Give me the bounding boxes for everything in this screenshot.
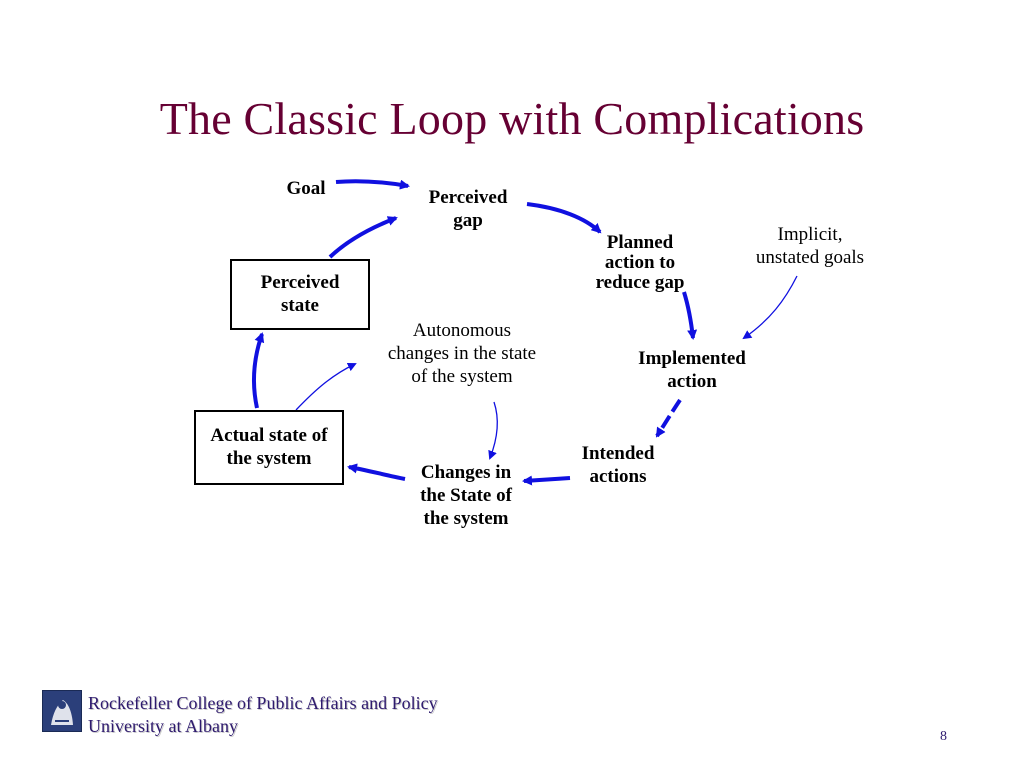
changes-line-1: Changes in: [420, 462, 512, 483]
arrow-actual-to-autonomous: [295, 362, 357, 411]
actual-state-line-1: Actual state of: [210, 424, 328, 446]
node-goal: Goal: [276, 178, 336, 201]
node-changes-in-state: Changes in the State of the system: [398, 462, 534, 530]
arrow-actual-to-perceived: [252, 332, 265, 409]
arrow-intended-to-changes: [522, 475, 571, 486]
actual-state-line-2: the system: [226, 447, 312, 469]
arrow-gap-to-planned: [526, 202, 602, 234]
implicit-line-1: Implicit,: [777, 224, 843, 245]
college-logo: [42, 690, 82, 732]
planned-line-2: action to: [604, 251, 676, 273]
college-emblem-icon: [51, 700, 73, 725]
arrow-perceived-to-gap: [328, 216, 398, 259]
node-implemented-action: Implemented action: [618, 348, 766, 394]
changes-line-3: the system: [423, 507, 509, 529]
page-number: 8: [940, 729, 947, 744]
arrow-goal-to-gap: [335, 179, 410, 190]
node-intended-actions: Intended actions: [563, 443, 673, 489]
autonomous-line-2: changes in the state: [387, 342, 537, 364]
slide-title: The Classic Loop with Complications: [159, 93, 865, 144]
node-actual-state: Actual state of the system: [194, 410, 344, 485]
arrow-implicit-to-implemented: [742, 275, 798, 340]
implemented-line-1: Implemented: [638, 348, 746, 369]
goal-label: Goal: [286, 178, 326, 199]
implicit-line-2: unstated goals: [755, 246, 865, 268]
perceived-gap-line-2: gap: [453, 209, 483, 231]
intended-line-2: actions: [589, 465, 647, 487]
intended-line-1: Intended: [581, 443, 655, 464]
arrow-planned-to-implemented: [682, 291, 698, 340]
changes-line-2: the State of: [420, 484, 512, 506]
arrow-implemented-to-intended: [655, 398, 682, 438]
planned-line-3: reduce gap: [595, 271, 685, 293]
perceived-gap-line-1: Perceived: [428, 187, 508, 208]
node-planned-action: Planned action to reduce gap: [575, 233, 705, 293]
arrow-autonomous-to-changes: [488, 401, 498, 460]
perceived-state-line-1: Perceived: [260, 271, 340, 293]
footer-university: University at Albany: [88, 716, 238, 736]
node-implicit-goals: Implicit, unstated goals: [730, 224, 890, 270]
node-autonomous-changes: Autonomous changes in the state of the s…: [362, 320, 562, 388]
planned-line-1: Planned: [606, 232, 674, 253]
node-perceived-state: Perceived state: [230, 259, 370, 330]
node-perceived-gap: Perceived gap: [408, 187, 528, 233]
autonomous-line-3: of the system: [411, 365, 513, 387]
arrow-changes-to-actual: [347, 463, 406, 481]
autonomous-line-1: Autonomous: [412, 320, 512, 341]
perceived-state-line-2: state: [281, 294, 319, 316]
footer-college-name: Rockefeller College of Public Affairs an…: [88, 693, 438, 713]
implemented-line-2: action: [667, 370, 717, 392]
